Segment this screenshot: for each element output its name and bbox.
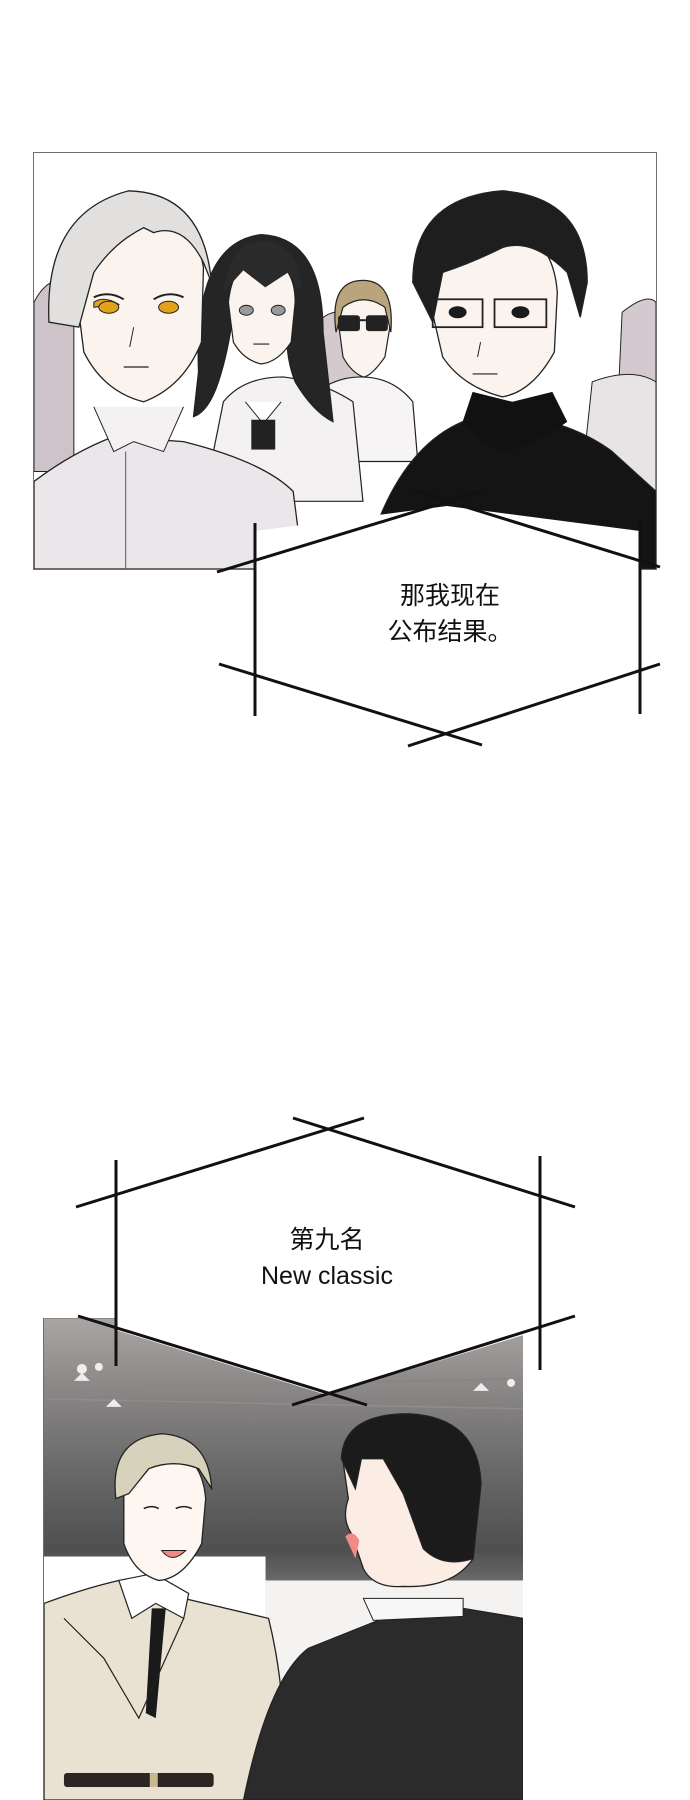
speech-bubble-2-text: 第九名 New classic: [261, 1226, 393, 1290]
speech-bubble-1-text: 那我现在 公布结果。: [387, 581, 513, 646]
panel-2-illustration: [44, 1362, 523, 1800]
ceiling-lights: [44, 1362, 523, 1410]
character-black-suit-man: [242, 1413, 523, 1800]
character-beige-coat-man: [44, 1433, 286, 1800]
comic-panel-1: [33, 152, 657, 570]
character-long-hair-woman: [192, 234, 364, 502]
panel-1-illustration: [34, 190, 656, 569]
comic-panel-2: [43, 1318, 523, 1800]
